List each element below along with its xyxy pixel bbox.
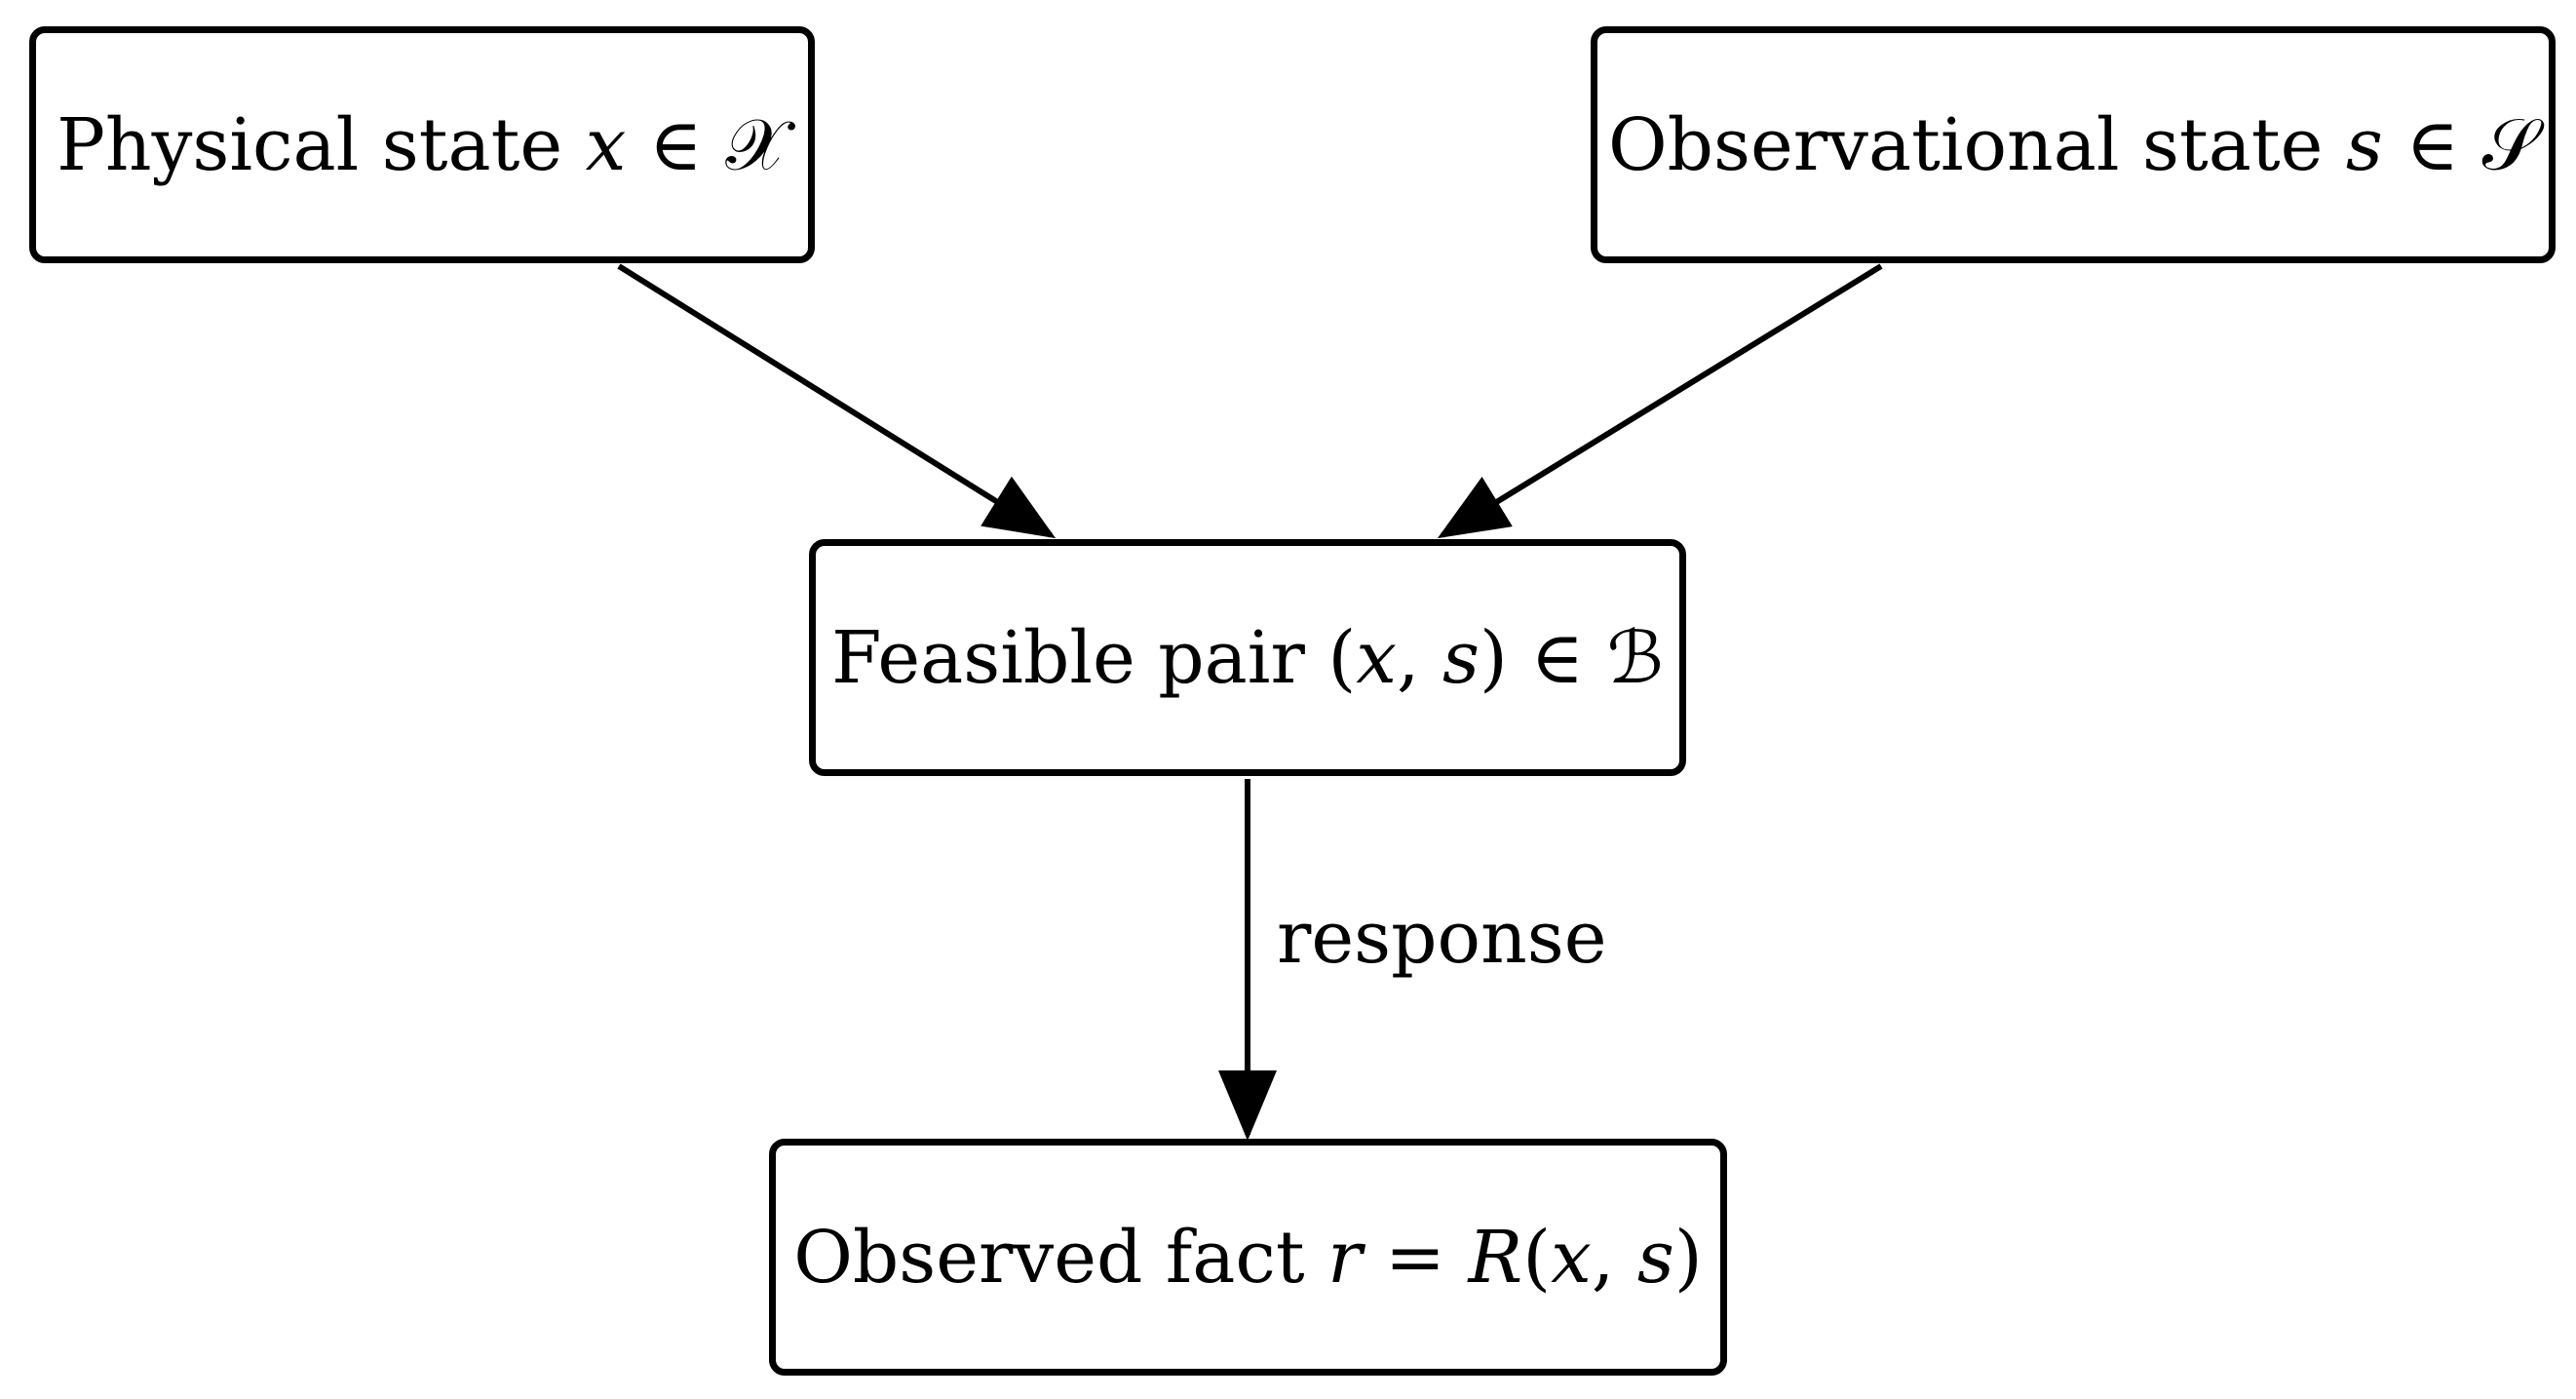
feasible-pair-set: ℬ: [1606, 615, 1664, 700]
physical-state-box: Physical state x ∈ 𝒳: [29, 26, 815, 263]
observed-fact-box: Observed fact r = R(x, s): [769, 1139, 1727, 1376]
arrow-physical-to-feasible: [617, 263, 1057, 539]
arrow-observational-to-feasible: [1437, 263, 1883, 539]
observational-state-var: s: [2345, 102, 2383, 187]
observational-state-box: Observational state s ∈ 𝒮: [1591, 26, 2556, 263]
physical-state-rel: ∈: [626, 102, 726, 187]
observed-fact-close-paren: ): [1673, 1215, 1703, 1300]
observed-fact-func: R: [1468, 1215, 1523, 1300]
observed-fact-var-x: x: [1551, 1215, 1592, 1300]
physical-state-set: 𝒳: [725, 102, 788, 187]
observed-fact-sep: ,: [1591, 1215, 1637, 1300]
observational-state-text: Observational state: [1607, 102, 2346, 187]
feasible-pair-box: Feasible pair (x, s) ∈ ℬ: [809, 539, 1686, 776]
observed-fact-var-r: r: [1327, 1215, 1363, 1300]
feasible-pair-close-paren: ): [1480, 615, 1508, 700]
response-edge-label: response: [1277, 896, 1607, 980]
observational-state-set: 𝒮: [2481, 102, 2538, 187]
feasible-pair-text: Feasible pair: [831, 615, 1328, 700]
observed-fact-rel: =: [1362, 1215, 1469, 1300]
feasible-pair-sep: ,: [1396, 615, 1443, 700]
feasible-pair-open-paren: (: [1327, 615, 1357, 700]
feasible-pair-var-x: x: [1356, 615, 1397, 700]
observational-state-rel: ∈: [2382, 102, 2482, 187]
feasible-pair-var-s: s: [1442, 615, 1480, 700]
observed-fact-var-s: s: [1636, 1215, 1674, 1300]
physical-state-var: x: [585, 102, 627, 187]
observed-fact-open-paren: (: [1522, 1215, 1552, 1300]
observed-fact-text: Observed fact: [793, 1215, 1328, 1300]
feasible-pair-rel: ∈: [1507, 615, 1607, 700]
physical-state-text: Physical state: [57, 102, 586, 187]
